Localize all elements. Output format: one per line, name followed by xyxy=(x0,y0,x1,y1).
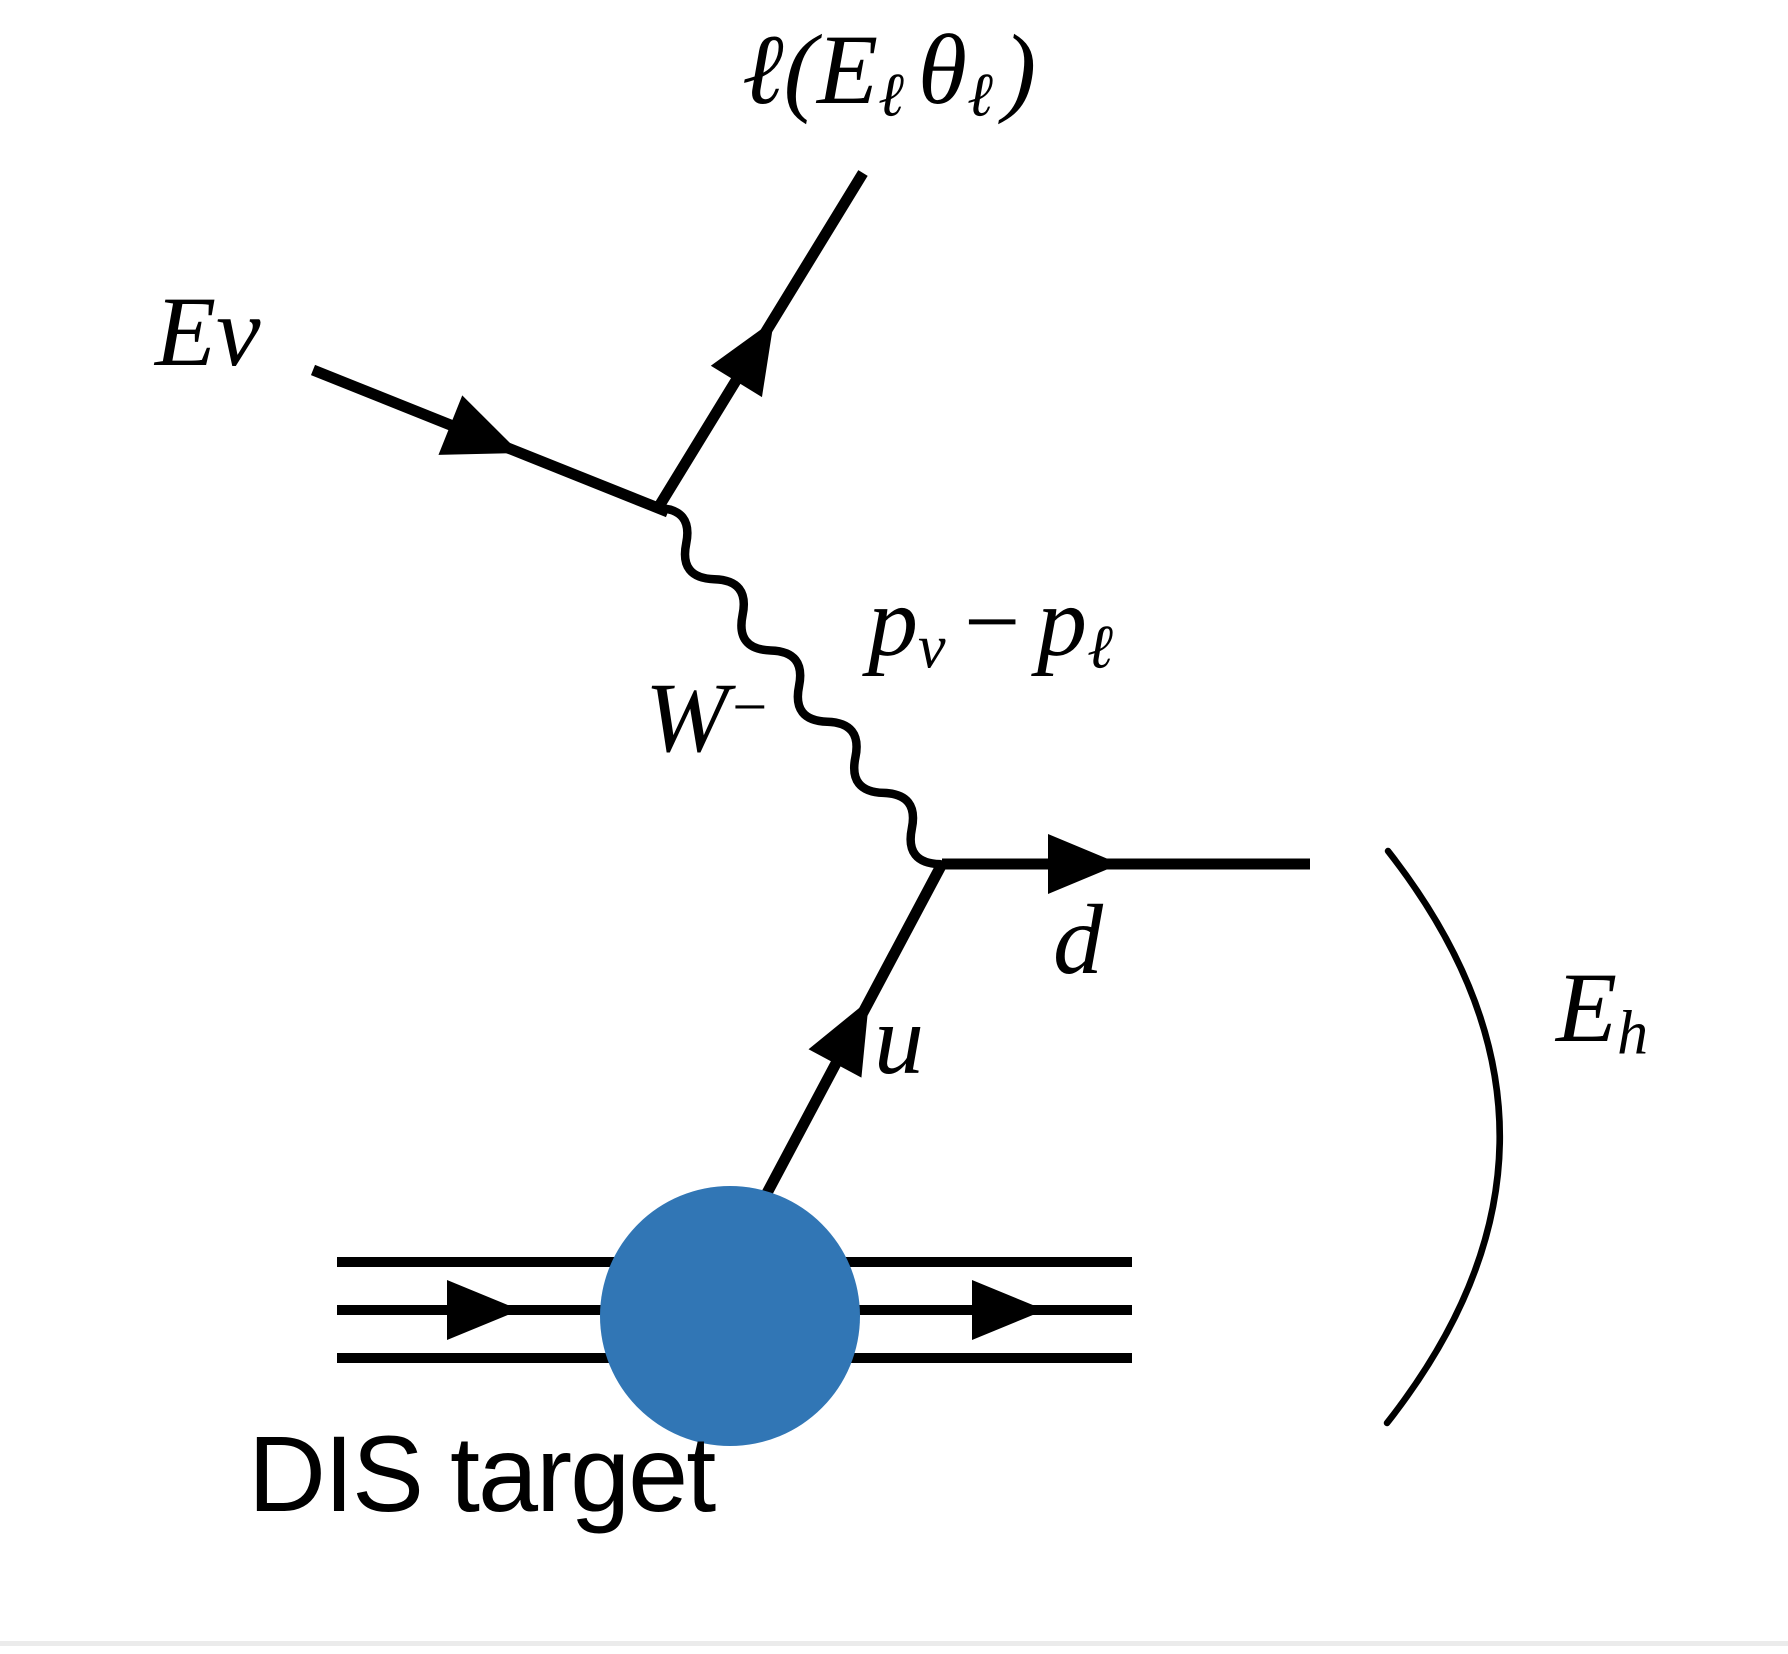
neutrino-energy-label: Eν xyxy=(155,282,260,382)
hadronic-energy-subscript: h xyxy=(1617,999,1649,1068)
neutrino-arrowhead-icon xyxy=(438,395,520,455)
hadronic-energy-symbol: E xyxy=(1556,952,1618,1063)
lepton-label-paren: ) xyxy=(1002,14,1037,125)
w-boson-symbol: W xyxy=(645,662,729,773)
w-boson-label: W− xyxy=(645,668,770,768)
d-quark-arrowhead-icon xyxy=(1048,834,1120,894)
w-boson-wavy-line xyxy=(653,503,945,869)
lepton-angle-subscript: ℓ xyxy=(967,61,993,130)
w-boson-charge: − xyxy=(728,673,771,742)
momentum-p-nu: p xyxy=(868,566,918,677)
momentum-transfer-label: pν−pℓ xyxy=(868,572,1113,682)
u-quark-text: u xyxy=(874,984,924,1095)
lepton-symbol: ℓ(E xyxy=(742,14,879,125)
u-quark-label: u xyxy=(874,990,924,1090)
dis-target-blob xyxy=(600,1186,860,1446)
momentum-lepton-subscript: ℓ xyxy=(1087,613,1113,682)
lepton-energy-subscript: ℓ xyxy=(878,61,904,130)
dis-target-label: DIS target xyxy=(248,1420,716,1528)
u-quark-arrowhead-icon xyxy=(808,1000,869,1078)
momentum-nu-subscript: ν xyxy=(918,613,946,682)
lepton-angle-symbol: θ xyxy=(917,14,967,125)
neutrino-energy-text: Eν xyxy=(155,276,261,387)
momentum-p-lepton: p xyxy=(1037,566,1088,677)
target-arrow-left-icon xyxy=(447,1280,520,1340)
lepton-arrowhead-icon xyxy=(710,320,774,398)
hadron-energy-arc xyxy=(1383,847,1503,1427)
dis-target-text: DIS target xyxy=(248,1413,716,1534)
d-quark-label: d xyxy=(1053,890,1103,990)
hadronic-energy-label: Eh xyxy=(1556,958,1649,1068)
bottom-edge-line xyxy=(0,1641,1788,1646)
target-arrow-right-icon xyxy=(972,1280,1045,1340)
minus-sign: − xyxy=(957,566,1026,677)
d-quark-text: d xyxy=(1053,884,1103,995)
